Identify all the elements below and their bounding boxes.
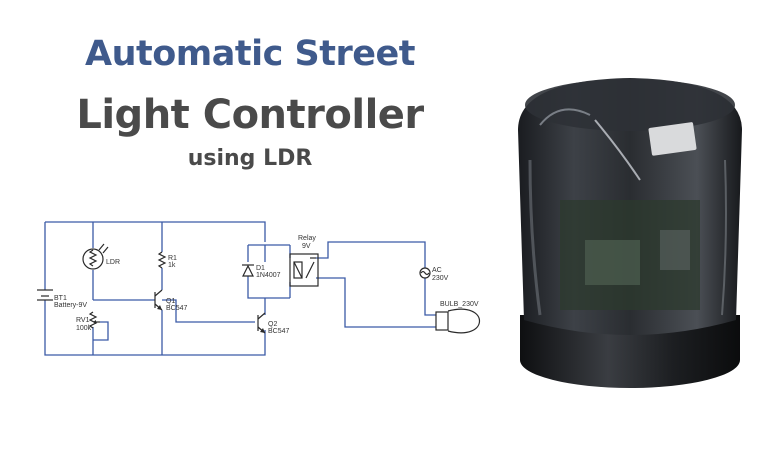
r1-resistor <box>157 251 167 269</box>
ac-value-label: 230V <box>432 275 449 282</box>
circuit-diagram: BT1 Battery-9V LDR RV1 100k R1 1k Q1 BC5… <box>37 221 481 356</box>
title-line-1: Automatic Street <box>85 34 415 74</box>
q1-transistor <box>154 289 163 311</box>
ac-label: AC <box>432 267 442 274</box>
d1-label: D1 <box>256 265 265 272</box>
rv1-value-label: 100k <box>76 325 92 332</box>
relay-label: Relay <box>298 235 316 242</box>
q1-part-label: BC547 <box>166 305 188 312</box>
circuit-wires <box>44 221 436 356</box>
bt1-label: BT1 <box>54 295 67 302</box>
bulb-label: BULB_230V <box>440 301 479 308</box>
bulb-icon <box>435 308 481 334</box>
ldr-symbol <box>82 243 109 270</box>
relay-value-label: 9V <box>302 243 311 250</box>
q2-label: Q2 <box>268 321 277 328</box>
d1-part-label: 1N4007 <box>256 272 281 279</box>
q2-transistor <box>257 312 266 334</box>
ldr-label: LDR <box>106 259 120 266</box>
q2-part-label: BC547 <box>268 328 290 335</box>
r1-label: R1 <box>168 255 177 262</box>
battery-label: Battery-9V <box>54 302 87 309</box>
street-light-controller-device <box>518 78 742 388</box>
q1-label: Q1 <box>166 298 175 305</box>
device-label-sticker <box>648 122 697 156</box>
ac-source <box>419 267 431 279</box>
rv1-label: RV1 <box>76 317 90 324</box>
battery-bt1 <box>37 289 53 301</box>
title-line-2: Light Controller <box>76 92 424 138</box>
title-line-3: using LDR <box>187 146 313 171</box>
d1-diode <box>242 264 254 277</box>
relay-symbol <box>289 253 319 287</box>
r1-value-label: 1k <box>168 262 176 269</box>
rv1-potentiometer <box>88 311 100 329</box>
